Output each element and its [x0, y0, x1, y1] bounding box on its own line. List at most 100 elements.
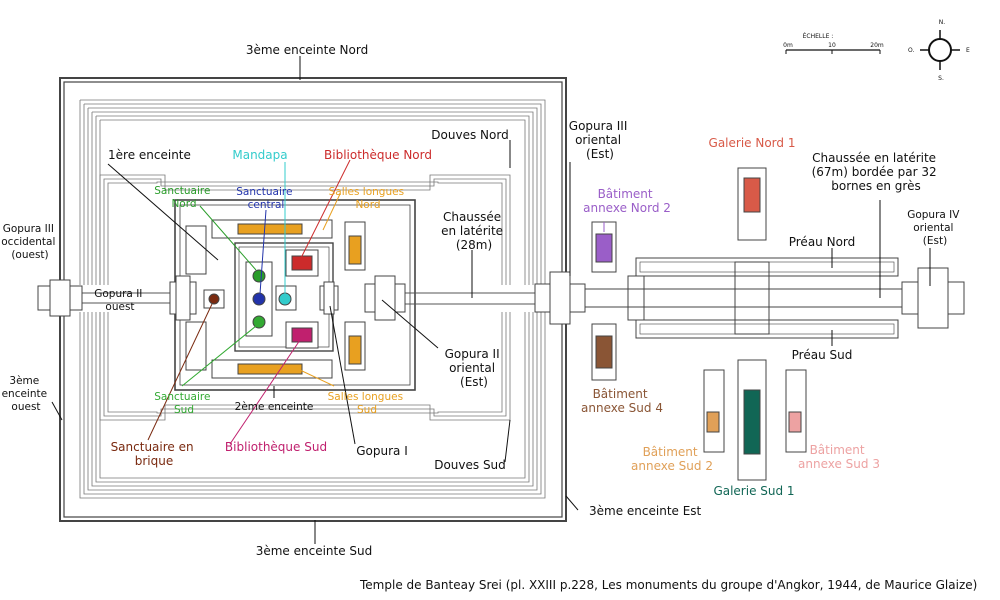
label-galerie-nord-1: Galerie Nord 1 — [709, 136, 796, 150]
label-gopura2-ouest-l2: ouest — [105, 301, 134, 313]
label-gopura3-occidental: Gopura III occidental (ouest) — [1, 223, 58, 261]
batiment-sud-2-mark — [706, 411, 720, 433]
salle-longue-ouest-sud — [185, 321, 207, 371]
label-mandapa: Mandapa — [232, 148, 287, 162]
gopura-ii-oriental — [364, 275, 406, 321]
label-chaussee-28: Chaussée en latérite (28m) — [441, 210, 507, 252]
causeway-67m — [579, 288, 911, 308]
label-enceinte3-ouest-l3: ouest — [11, 401, 40, 413]
batiment-sud-3-mark — [788, 411, 802, 433]
label-gopura2-oriental-l3: (Est) — [460, 375, 488, 389]
label-sanctuaire-nord-l1: Sanctuaire — [154, 185, 210, 197]
label-sanctuaire-brique-l2: brique — [135, 454, 174, 468]
mandapa-mark — [278, 292, 292, 306]
causeway-28m — [405, 292, 545, 305]
label-gopura3-oriental: Gopura III oriental (Est) — [569, 119, 631, 161]
label-gopura2-ouest: Gopura II ouest — [94, 288, 146, 313]
sanctuaires — [203, 261, 297, 337]
preau-nord — [635, 257, 899, 277]
label-batiment-sud-2-l2: annexe Sud 2 — [631, 459, 713, 473]
bibliotheque-nord-mark — [291, 255, 313, 271]
scale-bar-tick-2: 20m — [870, 42, 884, 49]
label-batiment-sud-3-l1: Bâtiment — [810, 443, 865, 457]
bibliotheque-sud-mark — [291, 327, 313, 343]
label-enceinte2: 2ème enceinte — [235, 401, 314, 413]
label-preau-nord: Préau Nord — [789, 235, 856, 249]
gopura-ii-ouest — [169, 275, 197, 321]
label-enceinte3-ouest-l2: enceinte — [2, 388, 48, 400]
label-enceinte3-ouest-l1: 3ème — [9, 375, 39, 387]
salle-longue-nord-2 — [348, 235, 362, 265]
label-batiment-sud-3-l2: annexe Sud 3 — [798, 457, 880, 471]
sanctuaire-central-mark — [252, 292, 266, 306]
label-chaussee-28-l3: (28m) — [456, 238, 492, 252]
moat-north — [79, 99, 546, 285]
label-gopura4-oriental-l3: (Est) — [923, 235, 947, 247]
salles-longues — [185, 219, 366, 379]
label-salles-longues-sud-l1: Salles longues — [328, 391, 403, 403]
compass-south: S. — [938, 75, 944, 82]
label-douves-sud: Douves Sud — [434, 458, 506, 472]
eastern-annexes — [591, 167, 807, 481]
labels-black: 3ème enceinte Nord 3ème enceinte Sud 3èm… — [1, 43, 963, 558]
label-galerie-sud-1: Galerie Sud 1 — [713, 484, 794, 498]
label-gopura2-oriental-l2: oriental — [449, 361, 495, 375]
label-enceinte1: 1ère enceinte — [108, 148, 191, 162]
label-sanctuaire-central-l1: Sanctuaire — [236, 186, 292, 198]
label-batiment-sud-4-l1: Bâtiment — [593, 387, 648, 401]
label-batiment-nord-2: Bâtiment annexe Nord 2 — [583, 187, 671, 215]
gopura-iii-oriental — [534, 271, 586, 325]
sanctuaire-sud-mark — [252, 315, 266, 329]
label-salles-longues-sud: Salles longues Sud — [328, 391, 407, 416]
galerie-sud-1-mark — [743, 389, 761, 455]
label-gopura2-ouest-l1: Gopura II — [94, 288, 142, 300]
label-sanctuaire-nord: Sanctuaire Nord — [154, 185, 214, 210]
label-sanctuaire-sud: Sanctuaire Sud — [154, 391, 214, 416]
salle-longue-nord-1 — [237, 223, 303, 235]
label-preau-sud: Préau Sud — [792, 348, 853, 362]
moat-south — [79, 312, 546, 499]
gopura-iii-occidental — [37, 279, 83, 317]
label-chaussee-28-l2: en latérite — [441, 224, 503, 238]
label-gopura4-oriental: Gopura IV oriental (Est) — [907, 209, 963, 247]
batiment-sud-4-mark — [595, 335, 613, 369]
label-chaussee-67-l1: Chaussée en latérite — [812, 151, 936, 165]
label-batiment-sud-4-l2: annexe Sud 4 — [581, 401, 663, 415]
label-gopura4-oriental-l1: Gopura IV — [907, 209, 960, 221]
label-bibliotheque-sud: Bibliothèque Sud — [225, 440, 327, 454]
preau-sud — [635, 319, 899, 339]
label-bibliotheque-nord: Bibliothèque Nord — [324, 148, 432, 162]
label-salles-longues-nord-l1: Salles longues — [329, 186, 404, 198]
label-enceinte3-est: 3ème enceinte Est — [589, 504, 702, 518]
scale-bar-tick-1: 10 — [828, 42, 836, 49]
label-batiment-sud-2-l1: Bâtiment — [643, 445, 698, 459]
scale-bar-tick-0: 0m — [783, 42, 793, 49]
label-batiment-sud-4: Bâtiment annexe Sud 4 — [581, 387, 663, 415]
sanctuaire-brique-mark — [208, 293, 220, 305]
salle-longue-sud-1 — [237, 363, 303, 375]
label-sanctuaire-central-l2: central — [248, 199, 285, 211]
label-douves-nord: Douves Nord — [431, 128, 508, 142]
compass-north: N. — [939, 19, 945, 26]
gopura-iv-oriental — [901, 267, 965, 329]
label-gopura3-occidental-l1: Gopura III — [3, 223, 54, 235]
compass-icon: N. S. E O. — [908, 19, 970, 82]
label-enceinte3-nord: 3ème enceinte Nord — [246, 43, 368, 57]
label-gopura4-oriental-l2: oriental — [913, 222, 953, 234]
label-gopura3-occidental-l2: occidental — [1, 236, 55, 248]
label-gopura2-oriental: Gopura II oriental (Est) — [445, 347, 504, 389]
label-gopura3-occidental-l3: (ouest) — [11, 249, 48, 261]
label-batiment-nord-2-l1: Bâtiment — [598, 187, 653, 201]
label-gopura3-oriental-l2: oriental — [575, 133, 621, 147]
label-gopura3-oriental-l1: Gopura III — [569, 119, 628, 133]
label-batiment-nord-2-l2: annexe Nord 2 — [583, 201, 671, 215]
batiment-nord-2-mark — [595, 233, 613, 263]
label-salles-longues-sud-l2: Sud — [357, 404, 377, 416]
label-gopura3-oriental-l3: (Est) — [586, 147, 614, 161]
label-sanctuaire-nord-l2: Nord — [171, 198, 196, 210]
labels-colored: Mandapa Bibliothèque Nord Sanctuaire Nor… — [111, 136, 880, 498]
label-sanctuaire-central: Sanctuaire central — [236, 186, 296, 211]
label-sanctuaire-sud-l1: Sanctuaire — [154, 391, 210, 403]
label-salles-longues-nord-l2: Nord — [355, 199, 380, 211]
